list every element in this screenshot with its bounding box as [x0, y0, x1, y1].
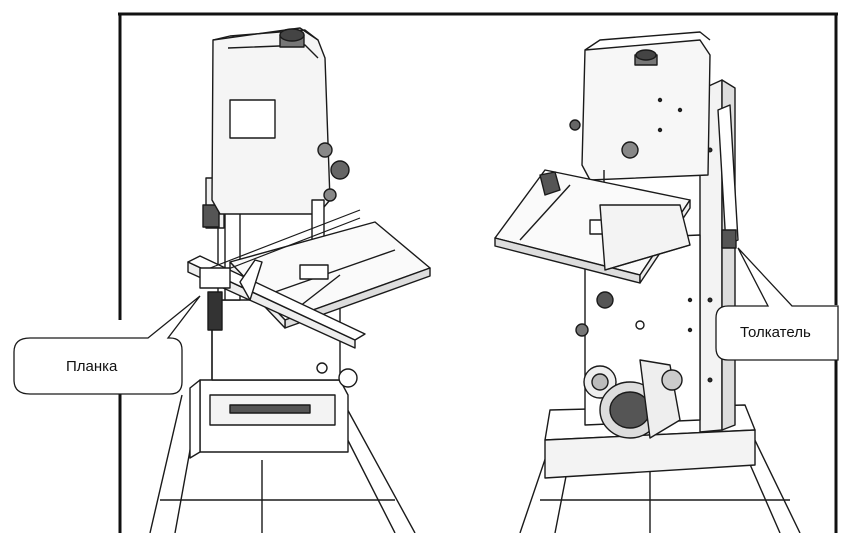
callout-right-bubble: [715, 247, 839, 361]
callout-left-label: Планка: [66, 358, 118, 375]
band-saw-rear-view: [494, 31, 801, 534]
callout-right-label: Толкатель: [740, 324, 811, 341]
figure-frame: [118, 12, 838, 533]
callout-left-bubble: [13, 295, 201, 395]
band-saw-front-view: [149, 27, 431, 534]
